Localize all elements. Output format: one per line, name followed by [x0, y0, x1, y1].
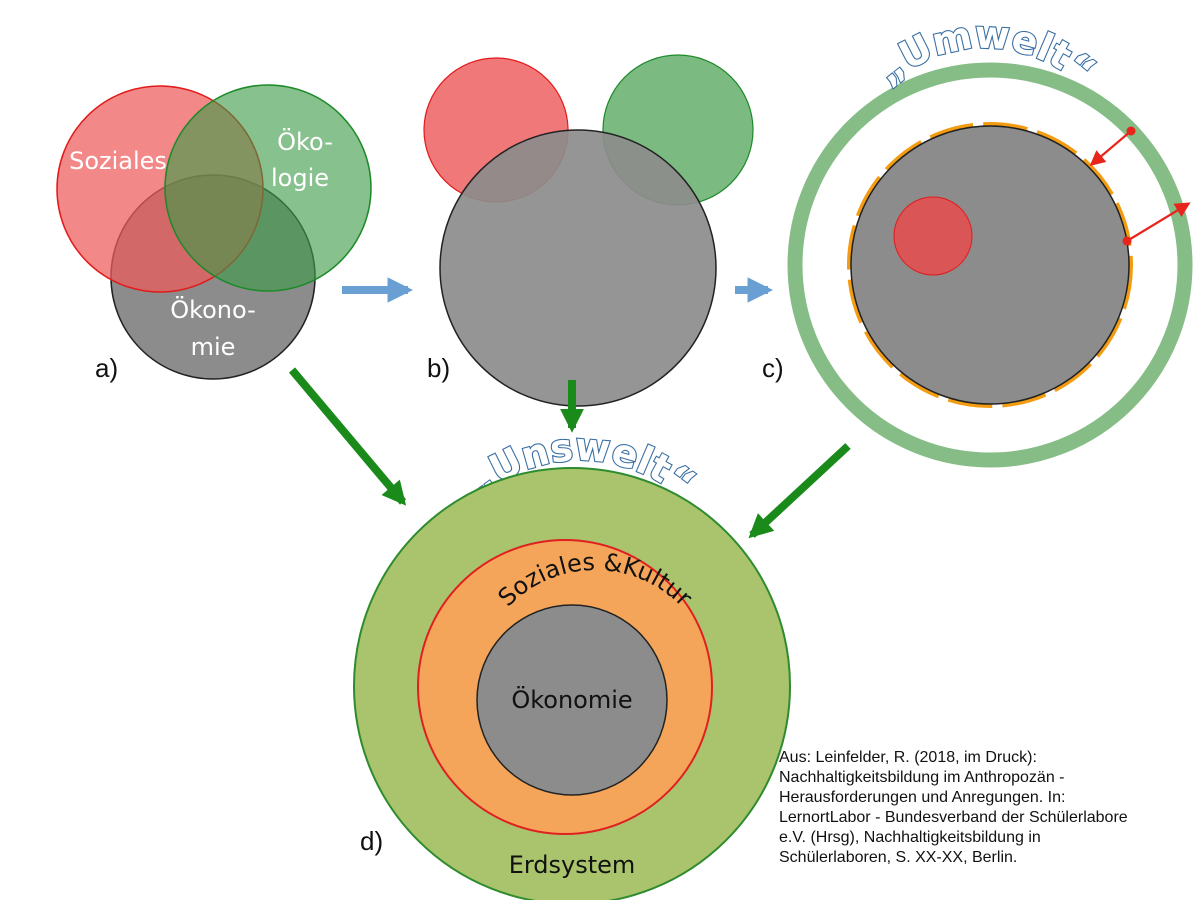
economy-core-circle	[476, 604, 668, 796]
oekonomie-label-line1: Ökono-	[170, 295, 256, 324]
oekonomie-label-line2: mie	[191, 333, 236, 361]
umwelt-title: „Umwelt“	[866, 12, 1103, 93]
citation-line: Schülerlaboren, S. XX-XX, Berlin.	[779, 849, 1018, 866]
panel-d-label: d)	[360, 826, 383, 856]
oekonomie-core-label: Ökonomie	[511, 685, 632, 714]
ecology-circle	[164, 84, 372, 292]
erdsystem-label: Erdsystem	[509, 851, 636, 879]
citation-line: LernortLabor - Bundesverband der Schüler…	[779, 809, 1128, 826]
citation-line: Nachhaltigkeitsbildung im Anthropozän -	[779, 769, 1065, 786]
arrow-c-to-d	[748, 443, 851, 539]
citation-line: e.V. (Hrsg), Nachhaltigkeitsbildung in	[779, 829, 1041, 846]
soziales-label: Soziales	[69, 147, 167, 175]
arrow-dot-upper	[1126, 126, 1136, 136]
panel-a-venn: Soziales Öko- logie Ökono- mie a)	[56, 84, 372, 383]
arrow-dot-lower	[1122, 236, 1132, 246]
oekologie-label-line1: Öko-	[277, 127, 333, 156]
arrow-a-to-d	[288, 367, 407, 506]
economy-circle-c	[850, 125, 1130, 405]
boundary-pressure-arrow-outward	[1126, 202, 1191, 242]
boundary-pressure-arrow-inward	[1089, 130, 1132, 166]
panel-c-label: c)	[762, 353, 784, 383]
panel-c-model: „Umwelt“ c)	[762, 11, 1193, 468]
economy-circle-b	[439, 129, 717, 407]
environment-ring	[787, 62, 1193, 468]
panel-b-label: b)	[427, 353, 450, 383]
social-circle-c	[893, 196, 973, 276]
oekologie-label-line2: logie	[271, 164, 329, 192]
transition-arrows	[288, 277, 851, 539]
panel-a-label: a)	[95, 353, 118, 383]
citation-text: Aus: Leinfelder, R. (2018, im Druck): Na…	[779, 748, 1189, 868]
citation-line: Herausforderungen und Anregungen. In:	[779, 789, 1066, 806]
citation-line: Aus: Leinfelder, R. (2018, im Druck):	[779, 749, 1037, 766]
panel-d-model: „Unswelt“ Soziales &Kultur Ökonomie Erds…	[353, 423, 791, 900]
panel-b-model: b)	[423, 54, 754, 407]
